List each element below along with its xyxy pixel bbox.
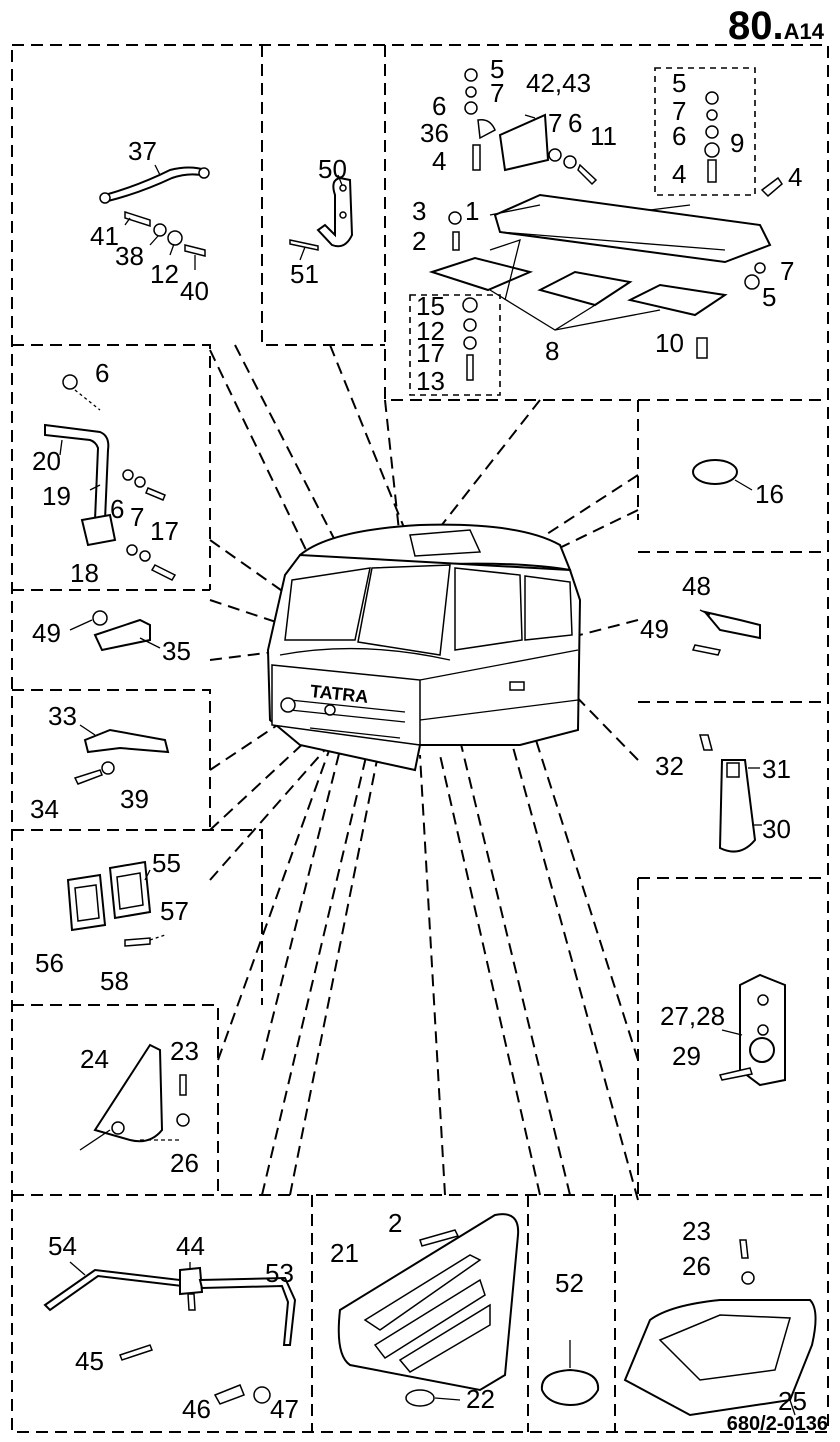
callout-12: 12 bbox=[150, 259, 179, 289]
callout-31: 31 bbox=[762, 754, 791, 784]
callout-38: 38 bbox=[115, 241, 144, 271]
callout-52: 52 bbox=[555, 1268, 584, 1298]
connector-lines bbox=[209, 344, 639, 1201]
callout-22: 22 bbox=[466, 1384, 495, 1414]
panel-cap-16 bbox=[692, 459, 753, 491]
callout-12b: 12 bbox=[416, 316, 445, 346]
callout-18: 18 bbox=[70, 558, 99, 588]
page-number-suffix: A14 bbox=[783, 19, 824, 44]
callout-4c: 4 bbox=[672, 159, 686, 189]
callout-49: 49 bbox=[32, 618, 61, 648]
callout-36: 36 bbox=[420, 118, 449, 148]
callout-2b: 2 bbox=[388, 1208, 402, 1238]
callout-6: 6 bbox=[432, 91, 446, 121]
callout-51: 51 bbox=[290, 259, 319, 289]
callout-40: 40 bbox=[180, 276, 209, 306]
callout-17b: 17 bbox=[150, 516, 179, 546]
panel-grille-21 bbox=[337, 1213, 520, 1407]
callout-6d: 6 bbox=[95, 358, 109, 388]
callout-39: 39 bbox=[120, 784, 149, 814]
callout-5b: 5 bbox=[672, 68, 686, 98]
callout-2: 2 bbox=[412, 226, 426, 256]
callout-24: 24 bbox=[80, 1044, 109, 1074]
panel-sunvisor-assembly bbox=[409, 67, 783, 396]
callout-5: 5 bbox=[490, 54, 504, 84]
callout-17: 17 bbox=[416, 338, 445, 368]
callout-26b: 26 bbox=[682, 1251, 711, 1281]
callout-46: 46 bbox=[182, 1394, 211, 1424]
drawing-code: 680/2-0136 bbox=[726, 1413, 828, 1435]
panel-bracket-33 bbox=[73, 724, 170, 785]
callout-27-28: 27,28 bbox=[660, 1001, 725, 1031]
callout-50: 50 bbox=[318, 154, 347, 184]
callout-25: 25 bbox=[778, 1386, 807, 1416]
panel-bracket-24 bbox=[79, 1043, 190, 1151]
callout-13: 13 bbox=[416, 366, 445, 396]
panel-bracket-48 bbox=[691, 609, 761, 656]
callout-37: 37 bbox=[128, 136, 157, 166]
panel-bracket-35 bbox=[69, 610, 161, 652]
callout-8: 8 bbox=[545, 336, 559, 366]
callout-labels: 37 41 38 12 40 50 51 5 7 6 36 4 42,43 7 … bbox=[30, 54, 807, 1424]
callout-20: 20 bbox=[32, 446, 61, 476]
callout-29: 29 bbox=[672, 1041, 701, 1071]
callout-49b: 49 bbox=[640, 614, 669, 644]
callout-7e: 7 bbox=[130, 502, 144, 532]
callout-6e: 6 bbox=[110, 494, 124, 524]
callout-47: 47 bbox=[270, 1394, 299, 1424]
page-number: 80.A14 bbox=[728, 6, 824, 52]
panel-borders bbox=[11, 44, 829, 1433]
panel-switch-plates bbox=[66, 860, 166, 947]
callout-44: 44 bbox=[176, 1231, 205, 1261]
callout-15: 15 bbox=[416, 291, 445, 321]
panel-cap-52 bbox=[540, 1340, 600, 1407]
callout-56: 56 bbox=[35, 948, 64, 978]
callout-10: 10 bbox=[655, 328, 684, 358]
callout-6b: 6 bbox=[568, 108, 582, 138]
callout-54: 54 bbox=[48, 1231, 77, 1261]
panel-rod-connector bbox=[43, 1261, 297, 1405]
callout-53: 53 bbox=[265, 1258, 294, 1288]
callout-6c: 6 bbox=[672, 121, 686, 151]
callout-19: 19 bbox=[42, 481, 71, 511]
callout-7d: 7 bbox=[780, 256, 794, 286]
callout-23b: 23 bbox=[682, 1216, 711, 1246]
callout-57: 57 bbox=[160, 896, 189, 926]
callout-5c: 5 bbox=[762, 282, 776, 312]
panel-tray-25 bbox=[623, 1239, 817, 1417]
panel-hinge bbox=[718, 973, 786, 1087]
callout-55: 55 bbox=[152, 848, 181, 878]
callout-45: 45 bbox=[75, 1346, 104, 1376]
callout-7b: 7 bbox=[548, 108, 562, 138]
callout-26: 26 bbox=[170, 1148, 199, 1178]
callout-9: 9 bbox=[730, 128, 744, 158]
callout-58: 58 bbox=[100, 966, 129, 996]
callout-48: 48 bbox=[682, 571, 711, 601]
panel-rod-assembly bbox=[99, 164, 210, 270]
page-number-main: 80. bbox=[728, 4, 784, 48]
callout-23: 23 bbox=[170, 1036, 199, 1066]
callout-4b: 4 bbox=[788, 162, 802, 192]
callout-33: 33 bbox=[48, 701, 77, 731]
callout-30: 30 bbox=[762, 814, 791, 844]
callout-16: 16 bbox=[755, 479, 784, 509]
callout-35: 35 bbox=[162, 636, 191, 666]
callout-41: 41 bbox=[90, 221, 119, 251]
callout-11: 11 bbox=[590, 121, 617, 151]
callout-34: 34 bbox=[30, 794, 59, 824]
callout-4: 4 bbox=[432, 146, 446, 176]
callout-32: 32 bbox=[655, 751, 684, 781]
panel-hook bbox=[289, 174, 354, 261]
panel-handle-30 bbox=[699, 734, 762, 853]
callout-7: 7 bbox=[490, 78, 504, 108]
callout-1: 1 bbox=[465, 196, 479, 226]
callout-7c: 7 bbox=[672, 96, 686, 126]
truck-cab bbox=[266, 523, 582, 772]
callout-42-43: 42,43 bbox=[526, 68, 591, 98]
panel-grab-handle bbox=[44, 374, 177, 581]
callout-3: 3 bbox=[412, 196, 426, 226]
callout-21: 21 bbox=[330, 1238, 359, 1268]
